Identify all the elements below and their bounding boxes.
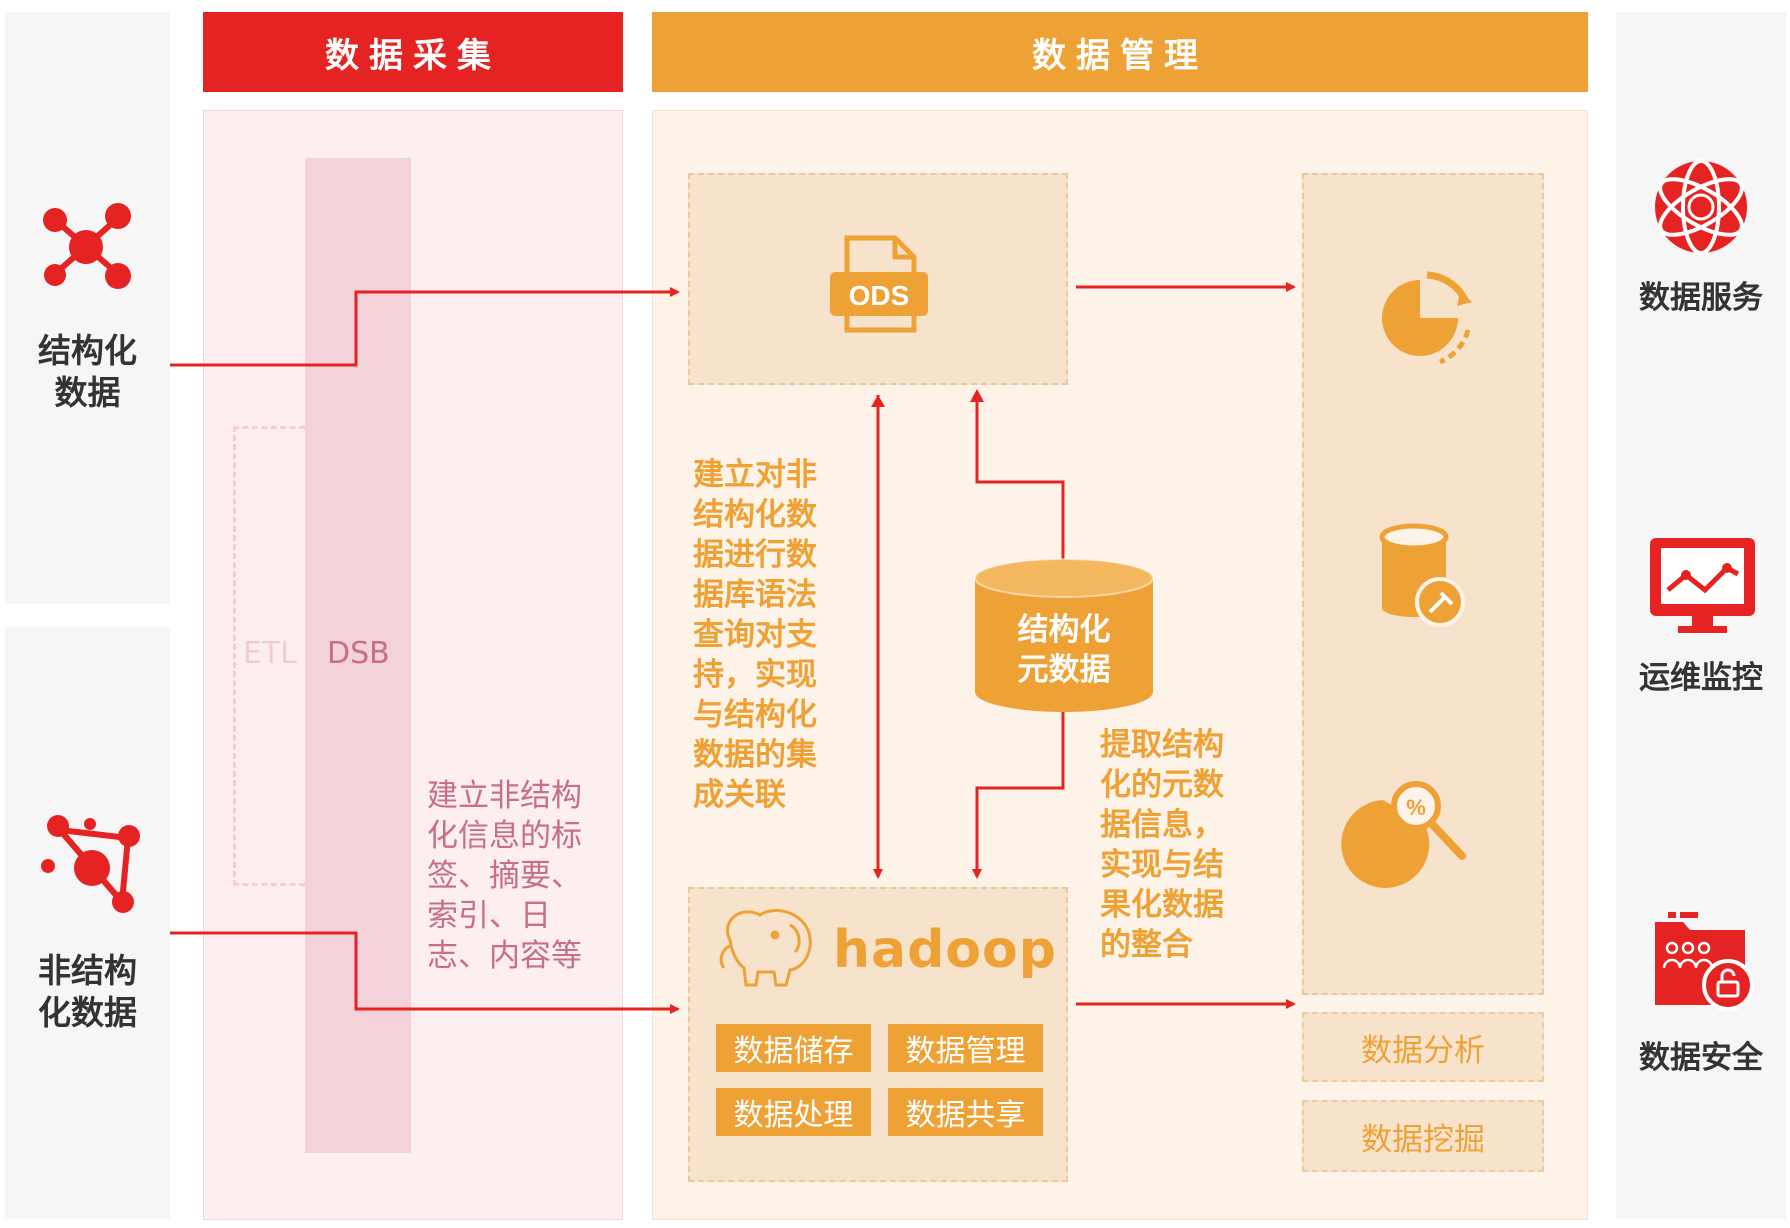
ods-label: ODS (849, 280, 910, 311)
metadata-note-line: 据信息， (1100, 807, 1224, 843)
integration-note-line: 查询对支 (693, 617, 817, 653)
structured-data-label: 结构化 数据 (5, 330, 170, 414)
hadoop-label: hadoop (833, 920, 1058, 980)
integration-note: 建立对非 结构化数 据进行数 据库语法 查询对支 持，实现 与结构化 数据的集 … (693, 455, 843, 815)
collection-panel (203, 110, 623, 1220)
elephant-icon (719, 909, 812, 987)
pie-refresh-icon (1382, 271, 1472, 365)
monitor-chart-icon (1650, 538, 1755, 633)
connector-unstructured-to-hadoop (170, 931, 680, 1014)
folder-lock-icon (1655, 912, 1754, 1011)
section-header-management: 数据管理 (652, 12, 1588, 92)
integration-note-line: 建立对非 (693, 457, 817, 493)
section-header-collection: 数据采集 (203, 12, 623, 92)
integration-note-line: 成关联 (693, 777, 786, 813)
integration-note-line: 据进行数 (693, 537, 817, 573)
collection-note-line: 签、摘要、 (427, 858, 582, 894)
structured-label-line: 结构化 (38, 331, 137, 370)
collection-note-line: 索引、日 (427, 898, 551, 934)
metadata-note-line: 实现与结 (1100, 847, 1224, 883)
integration-note-line: 持，实现 (693, 657, 817, 693)
data-mining-box: 数据挖掘 (1302, 1100, 1544, 1172)
collection-note: 建立非结构 化信息的标 签、摘要、 索引、日 志、内容等 (427, 776, 617, 976)
dsb-label: DSB (327, 636, 390, 671)
pie-magnifier-icon: % (1341, 781, 1466, 888)
integration-note-line: 结构化数 (693, 497, 817, 533)
metadata-label-line: 结构化 (1017, 612, 1111, 648)
integration-note-line: 数据的集 (693, 737, 817, 773)
dsb-bar (305, 158, 411, 1153)
connector-metadata-to-ods (970, 389, 1065, 560)
metadata-extraction-note: 提取结构 化的元数 据信息， 实现与结 果化数据 的整合 (1100, 725, 1250, 965)
data-security-label: 数据安全 (1639, 1040, 1763, 1076)
collection-note-line: 志、内容等 (427, 938, 582, 974)
chip-data-sharing: 数据共享 (888, 1088, 1043, 1136)
ods-file-icon: ODS (830, 235, 928, 333)
metadata-label-line: 元数据 (1017, 652, 1111, 688)
collection-note-line: 建立非结构 (427, 778, 582, 814)
unstructured-source-panel (5, 627, 170, 1219)
data-analysis-box: 数据分析 (1302, 1012, 1544, 1082)
globe-icon (1655, 159, 1747, 255)
database-tool-icon (1379, 523, 1465, 627)
connector-structured-to-ods (170, 287, 680, 367)
metadata-label: 结构化 元数据 (975, 610, 1153, 690)
etl-box (233, 426, 305, 886)
network-triangle-icon (41, 815, 140, 913)
svg-text:%: % (1406, 795, 1426, 820)
metadata-note-line: 化的元数 (1100, 767, 1224, 803)
etl-label: ETL (243, 636, 297, 671)
chip-data-management: 数据管理 (888, 1024, 1043, 1072)
connector-metadata-to-hadoop (972, 707, 1065, 879)
metadata-database-icon (974, 558, 1154, 712)
metadata-note-line: 的整合 (1100, 927, 1193, 963)
unstructured-label-line: 非结构 (38, 951, 137, 990)
integration-note-line: 与结构化 (693, 697, 817, 733)
ops-monitoring-label: 运维监控 (1639, 660, 1763, 696)
unstructured-label-line: 化数据 (38, 993, 137, 1032)
structured-source-panel (5, 12, 170, 604)
chip-data-storage: 数据储存 (716, 1024, 871, 1072)
metadata-note-line: 果化数据 (1100, 887, 1224, 923)
network-nodes-icon (43, 203, 131, 289)
connector-ods-hadoop-bidirectional (871, 395, 885, 879)
structured-label-line: 数据 (54, 373, 121, 412)
unstructured-data-label: 非结构 化数据 (5, 950, 170, 1034)
integration-note-line: 据库语法 (693, 577, 817, 613)
data-service-label: 数据服务 (1639, 280, 1763, 316)
collection-note-line: 化信息的标 (427, 818, 582, 854)
metadata-note-line: 提取结构 (1100, 727, 1224, 763)
chip-data-processing: 数据处理 (716, 1088, 871, 1136)
